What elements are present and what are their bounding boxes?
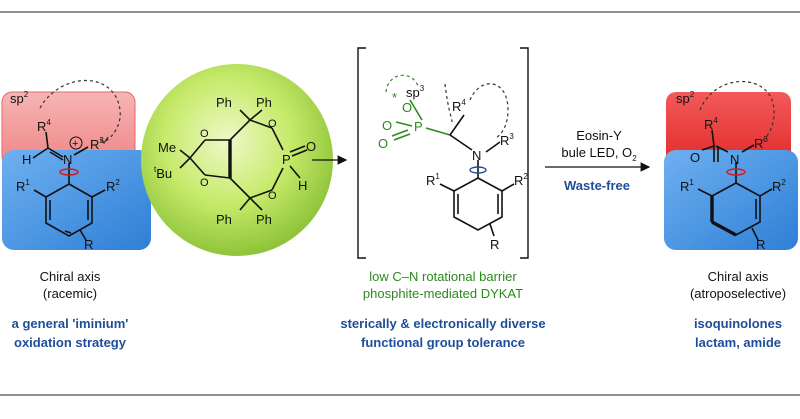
right-product: sp2 R4 O N R3 R1 R2 R Chiral axis (atrop… — [664, 80, 798, 350]
mid-sp3-label: sp3 — [406, 84, 425, 100]
mid-p: P — [414, 119, 423, 134]
catalyst-p: P — [282, 152, 291, 167]
left-r1-label: R1 — [16, 178, 30, 194]
catalyst-ph-1: Ph — [216, 95, 232, 110]
mid-r4-label: R4 — [452, 98, 466, 114]
left-n-label: N — [63, 152, 72, 167]
mid-r1-label: R1 — [426, 172, 440, 188]
right-o-label: O — [690, 150, 700, 165]
left-r4-label: R4 — [37, 118, 51, 134]
catalyst-ph-4: Ph — [256, 212, 272, 227]
catalyst-o-4: O — [268, 190, 277, 202]
mid-r3-label: R3 — [500, 132, 514, 148]
catalyst-o-2: O — [200, 177, 209, 189]
right-r4-label: R4 — [704, 116, 718, 132]
catalyst-me: Me — [158, 140, 176, 155]
waste-free-label: Waste-free — [564, 178, 630, 193]
mid-green-line2: phosphite-mediated DYKAT — [363, 286, 523, 301]
mid-r-label: R — [490, 237, 499, 252]
right-n-label: N — [730, 152, 739, 167]
conditions: Eosin-Y bule LED, O2 Waste-free — [545, 128, 651, 193]
catalyst-ph-2: Ph — [256, 95, 272, 110]
mid-blue-line1: sterically & electronically diverse — [340, 316, 545, 331]
left-caption-line2: (racemic) — [43, 286, 97, 301]
right-r3-label: R3 — [754, 135, 768, 151]
right-sp2-label: sp2 — [676, 90, 695, 106]
left-plus-label: + — [72, 138, 78, 150]
right-r-label: R — [756, 237, 765, 252]
left-blue-box — [2, 150, 151, 250]
catalyst-o-5: O — [306, 139, 316, 154]
left-r2-label: R2 — [106, 178, 120, 194]
left-r3-label: R3 — [90, 136, 104, 152]
right-blue-box — [664, 150, 798, 250]
left-strategy-line2: oxidation strategy — [14, 335, 127, 350]
conditions-line2: bule LED, O2 — [561, 145, 637, 163]
left-r-label: R — [84, 237, 93, 252]
conditions-line1: Eosin-Y — [576, 128, 622, 143]
catalyst-h: H — [298, 178, 307, 193]
mid-green-line1: low C–N rotational barrier — [369, 269, 517, 284]
left-caption-line1: Chiral axis — [40, 269, 101, 284]
catalyst-ph-3: Ph — [216, 212, 232, 227]
mid-o-1: O — [402, 100, 412, 115]
right-product-line2: lactam, amide — [695, 335, 781, 350]
right-caption-line1: Chiral axis — [708, 269, 769, 284]
left-sp2-label: sp2 — [10, 90, 29, 106]
intermediate: sp3 * O O P O R4 N R3 R1 R2 R low C–N ro… — [340, 47, 546, 350]
catalyst-tbu: tBu — [154, 165, 172, 181]
right-caption-line2: (atroposelective) — [690, 286, 786, 301]
mid-o-2: O — [382, 118, 392, 133]
mid-star: * — [392, 90, 397, 105]
mid-r2-label: R2 — [514, 172, 528, 188]
catalyst: Ph Ph Ph Ph Me tBu O O O O P O H — [141, 64, 333, 256]
right-r2-label: R2 — [772, 178, 786, 194]
left-strategy-line1: a general 'iminium' — [12, 316, 129, 331]
catalyst-o-3: O — [268, 118, 277, 130]
mid-blue-line2: functional group tolerance — [361, 335, 525, 350]
left-substrate: sp2 R4 H N + R3 R1 R2 R Chiral axis (rac… — [1, 79, 151, 350]
catalyst-sphere — [141, 64, 333, 256]
right-r1-label: R1 — [680, 178, 694, 194]
left-plus-circle — [69, 136, 83, 150]
right-red-box — [666, 92, 791, 166]
mid-o-3: O — [378, 136, 388, 151]
mid-n-label: N — [472, 148, 481, 163]
left-h-label: H — [22, 152, 31, 167]
catalyst-o-1: O — [200, 128, 209, 140]
right-product-line1: isoquinolones — [694, 316, 782, 331]
